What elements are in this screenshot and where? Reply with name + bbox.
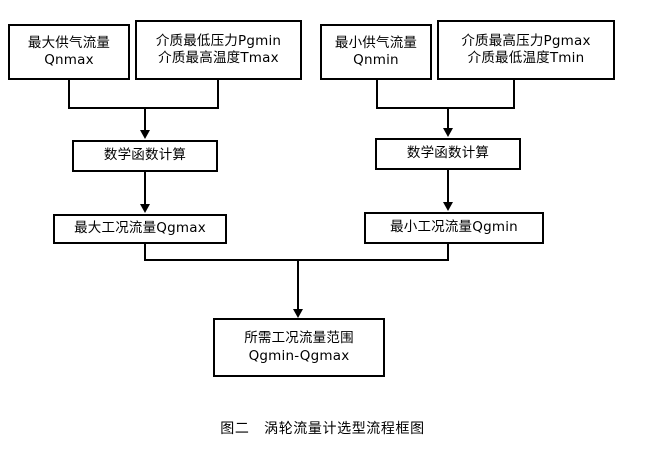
connector-left-merge-bar — [68, 107, 219, 109]
node-qnmin-line1: 最小供气流量 — [334, 34, 418, 51]
connector-qnmax-down — [68, 80, 70, 109]
node-pgmax-line2: 介质最低温度Tmin — [467, 50, 585, 66]
arrowhead-to-result — [293, 309, 303, 318]
node-result-line2: Qgmin-Qgmax — [248, 347, 350, 364]
connector-pgmax-down — [513, 80, 515, 109]
arrowhead-to-math-right — [443, 128, 453, 137]
connector-pgmin-down — [217, 80, 219, 109]
connector-mathleft-down — [144, 172, 146, 205]
node-qnmin-line2: Qnmin — [353, 52, 399, 68]
node-pgmax-line1: 介质最高压力Pgmax — [461, 32, 591, 49]
node-min-working-flow: 最小工况流量Qgmin — [364, 212, 544, 244]
node-max-working-flow: 最大工况流量Qgmax — [53, 214, 227, 244]
node-result-line1: 所需工况流量范围 — [244, 330, 354, 347]
node-max-supply-flow: 最大供气流量 Qnmax — [8, 24, 130, 80]
connector-qnmin-down — [376, 80, 378, 109]
connector-bottom-merge-bar — [144, 259, 449, 261]
node-pgmin-line1: 介质最低压力Pgmin — [155, 32, 282, 49]
arrowhead-to-qgmin — [443, 202, 453, 211]
node-required-flow-range: 所需工况流量范围 Qgmin-Qgmax — [213, 318, 385, 377]
connector-mathright-down — [447, 170, 449, 203]
connector-right-merge-bar — [376, 107, 515, 109]
connector-qgmax-down — [144, 244, 146, 261]
connector-result-stem — [297, 259, 299, 310]
connector-left-merge-stem — [144, 107, 146, 131]
node-math-left-label: 数学函数计算 — [103, 147, 187, 164]
figure-caption: 图二 涡轮流量计选型流程框图 — [220, 421, 425, 437]
connector-right-merge-stem — [447, 107, 449, 129]
node-qnmax-line1: 最大供气流量 — [27, 34, 111, 51]
node-max-pressure-min-temp: 介质最高压力Pgmax 介质最低温度Tmin — [437, 20, 615, 80]
node-qgmax-label: 最大工况流量Qgmax — [74, 220, 206, 237]
arrowhead-to-math-left — [140, 130, 150, 139]
node-math-calculation-left: 数学函数计算 — [72, 140, 218, 172]
node-pgmin-line2: 介质最高温度Tmax — [158, 50, 279, 66]
connector-qgmin-down — [447, 244, 449, 261]
node-qnmax-line2: Qnmax — [44, 52, 94, 68]
node-math-calculation-right: 数学函数计算 — [375, 138, 521, 170]
node-min-pressure-max-temp: 介质最低压力Pgmin 介质最高温度Tmax — [135, 20, 302, 80]
arrowhead-to-qgmax — [140, 204, 150, 213]
node-min-supply-flow: 最小供气流量 Qnmin — [320, 24, 432, 80]
node-math-right-label: 数学函数计算 — [406, 145, 490, 162]
node-qgmin-label: 最小工况流量Qgmin — [390, 219, 518, 236]
